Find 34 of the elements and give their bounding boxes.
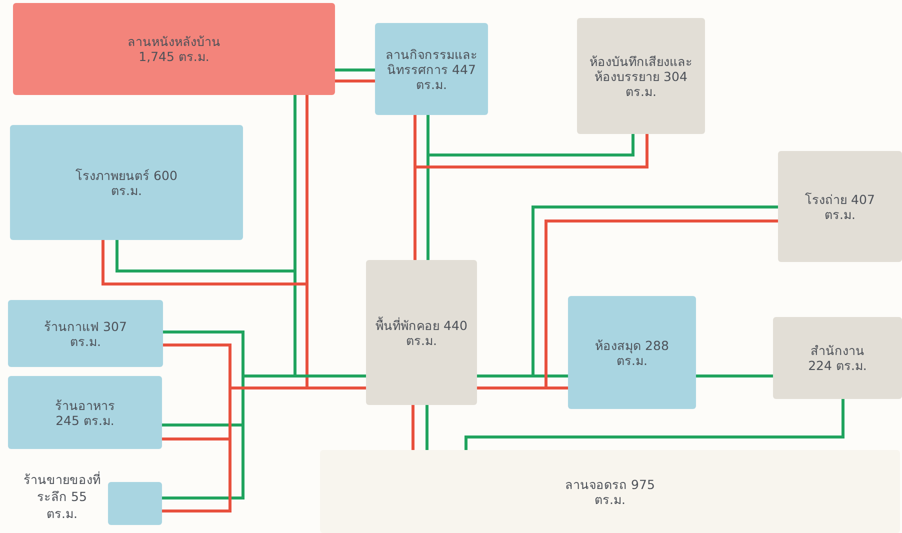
room-label: โรงภาพยนตร์ 600 ตร.ม.: [74, 166, 178, 200]
room-box: [375, 23, 488, 115]
room-label: สำนักงาน 224 ตร.ม.: [807, 342, 868, 375]
room-label: ลานจอดรถ 975 ตร.ม.: [564, 476, 656, 508]
shop-box: [108, 482, 162, 525]
walkway-line: [464, 399, 844, 450]
room-label: โรงถ่าย 407 ตร.ม.: [804, 190, 876, 224]
room-box: [8, 376, 162, 449]
walkway-line: [335, 68, 375, 72]
walkway-line: [696, 374, 773, 378]
room-box: [568, 296, 696, 409]
room-label: ร้านอาหาร 245 ตร.ม.: [54, 396, 116, 430]
room-box: [8, 300, 163, 367]
walkway-line: [335, 80, 375, 82]
room-label: ลานหนังหลังบ้าน 1,745 ตร.ม.: [126, 33, 222, 66]
room-label: ร้านกาแฟ 307 ตร.ม.: [43, 318, 128, 350]
hall-area: [13, 3, 335, 95]
room-label: ห้องสมุด 288 ตร.ม.: [594, 336, 670, 370]
walkway-line: [162, 374, 366, 500]
walkway-line: [426, 405, 428, 450]
walkway-line: [162, 386, 366, 512]
room-label: ลานกิจกรรมและนิทรรศการ 447 ตร.ม.: [384, 46, 478, 94]
room-box: [773, 317, 902, 399]
room-label: ห้องบันทึกเสียงและห้องบรรยาย 304 ตร.ม.: [588, 52, 694, 100]
room-caption: ร้านขายของที่ระลึก 55 ตร.ม.: [22, 472, 102, 523]
walkway-line: [544, 220, 778, 390]
room-box: [366, 260, 477, 405]
room-box: [778, 151, 902, 262]
parking-area: [320, 450, 900, 533]
walkway-line: [532, 206, 778, 378]
walkway-line: [412, 405, 414, 450]
room-box: [10, 125, 243, 240]
room-box: [577, 18, 705, 134]
room-label: พื้นที่พักคอย 440 ตร.ม.: [374, 316, 468, 350]
